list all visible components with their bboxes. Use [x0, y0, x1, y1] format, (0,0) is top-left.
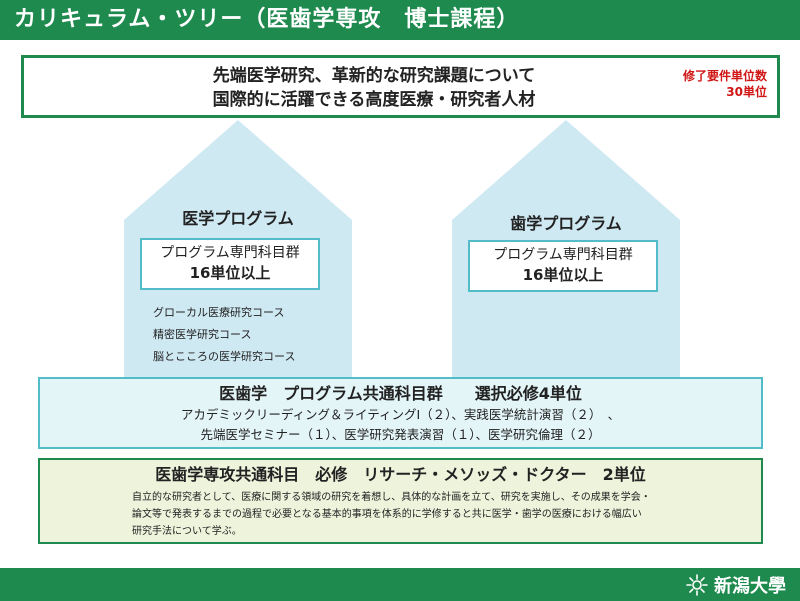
course-item: 脳とこころの医学研究コース [153, 350, 296, 363]
medical-program-title: 医学プログラム [182, 209, 294, 228]
core-course-title: 医歯学専攻共通科目 必修 リサーチ・メソッズ・ドクター 2単位 [155, 465, 646, 484]
common-courses-title: 医歯学 プログラム共通科目群 選択必修4単位 [219, 384, 582, 403]
common-courses-line-2: 先端医学セミナー（１）、医学研究発表演習（１）、医学研究倫理（２） [200, 427, 601, 442]
course-item: グローカル医療研究コース [153, 306, 285, 319]
university-name: 新潟大學 [714, 576, 786, 597]
completion-value: 30単位 [726, 85, 767, 99]
footer-bar: 新潟大學 [0, 568, 800, 601]
goal-line-1: 先端医学研究、革新的な研究課題について [212, 66, 536, 86]
medical-program-box-label: プログラム専門科目群 [160, 245, 300, 261]
goal-statement: 先端医学研究、革新的な研究課題について 国際的に活躍できる高度医療・研究者人材 [154, 64, 594, 112]
dental-program-box: プログラム専門科目群 16単位以上 [468, 240, 658, 292]
core-desc-line-1: 自立的な研究者として、医療に関する領域の研究を着想し、具体的な計画を立て、研究を… [132, 492, 651, 503]
core-desc-line-2: 論文等で発表するまでの過程で必要となる基本的事項を体系的に学修すると共に医学・歯… [132, 509, 642, 520]
university-logo: 新潟大學 [686, 572, 786, 598]
common-courses-box: 医歯学 プログラム共通科目群 選択必修4単位 アカデミックリーディング＆ライティ… [38, 377, 763, 449]
medical-program-box-credit: 16単位以上 [189, 264, 271, 282]
dental-program-title: 歯学プログラム [510, 214, 622, 233]
page-title: カリキュラム・ツリー（医歯学専攻 博士課程） [0, 0, 800, 40]
completion-label: 修了要件単位数 [682, 69, 767, 83]
course-item: 精密医学研究コース [153, 328, 252, 341]
core-course-description: 自立的な研究者として、医療に関する領域の研究を着想し、具体的な計画を立て、研究を… [40, 489, 761, 540]
goal-line-2: 国際的に活躍できる高度医療・研究者人材 [212, 90, 536, 110]
core-desc-line-3: 研究手法について学ぶ。 [132, 526, 242, 537]
medical-program-box: プログラム専門科目群 16単位以上 [140, 238, 320, 290]
medical-course-list: グローカル医療研究コース 精密医学研究コース 脳とこころの医学研究コース [153, 302, 295, 368]
common-courses-line-1: アカデミックリーディング＆ライティングⅠ（２）、実践医学統計演習（２） 、 [180, 407, 621, 422]
goal-box: 先端医学研究、革新的な研究課題について 国際的に活躍できる高度医療・研究者人材 … [21, 55, 780, 118]
university-emblem-icon [686, 574, 708, 596]
dental-program-box-credit: 16単位以上 [522, 266, 604, 284]
completion-requirement: 修了要件単位数 30単位 [683, 68, 767, 100]
dental-program-box-label: プログラム専門科目群 [493, 247, 633, 263]
core-course-box: 医歯学専攻共通科目 必修 リサーチ・メソッズ・ドクター 2単位 自立的な研究者と… [38, 458, 763, 544]
